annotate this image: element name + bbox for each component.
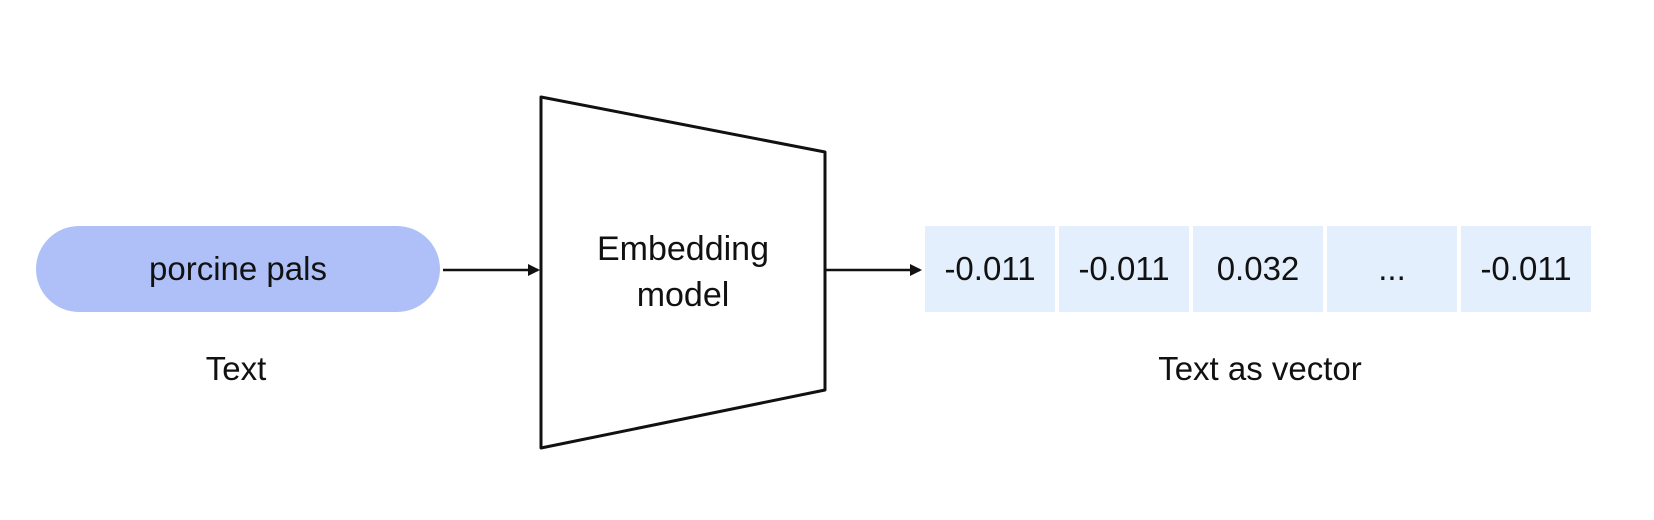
input-text-pill: porcine pals [36,226,440,312]
embedding-model-label: Embedding model [541,226,825,318]
input-text-value: porcine pals [149,250,327,287]
embedding-model-shape [539,95,827,450]
vector-cell: -0.011 [925,226,1055,312]
model-label-line2: model [636,276,730,314]
vector-cell-ellipsis: ... [1327,226,1457,312]
input-caption: Text [205,350,267,387]
output-caption: Text as vector [1158,350,1362,387]
model-label-line1: Embedding [596,230,769,268]
vector-cell: -0.011 [1461,226,1591,312]
output-vector: -0.011 -0.011 0.032 ... -0.011 [925,226,1591,312]
vector-cell: -0.011 [1059,226,1189,312]
vector-cell: 0.032 [1193,226,1323,312]
